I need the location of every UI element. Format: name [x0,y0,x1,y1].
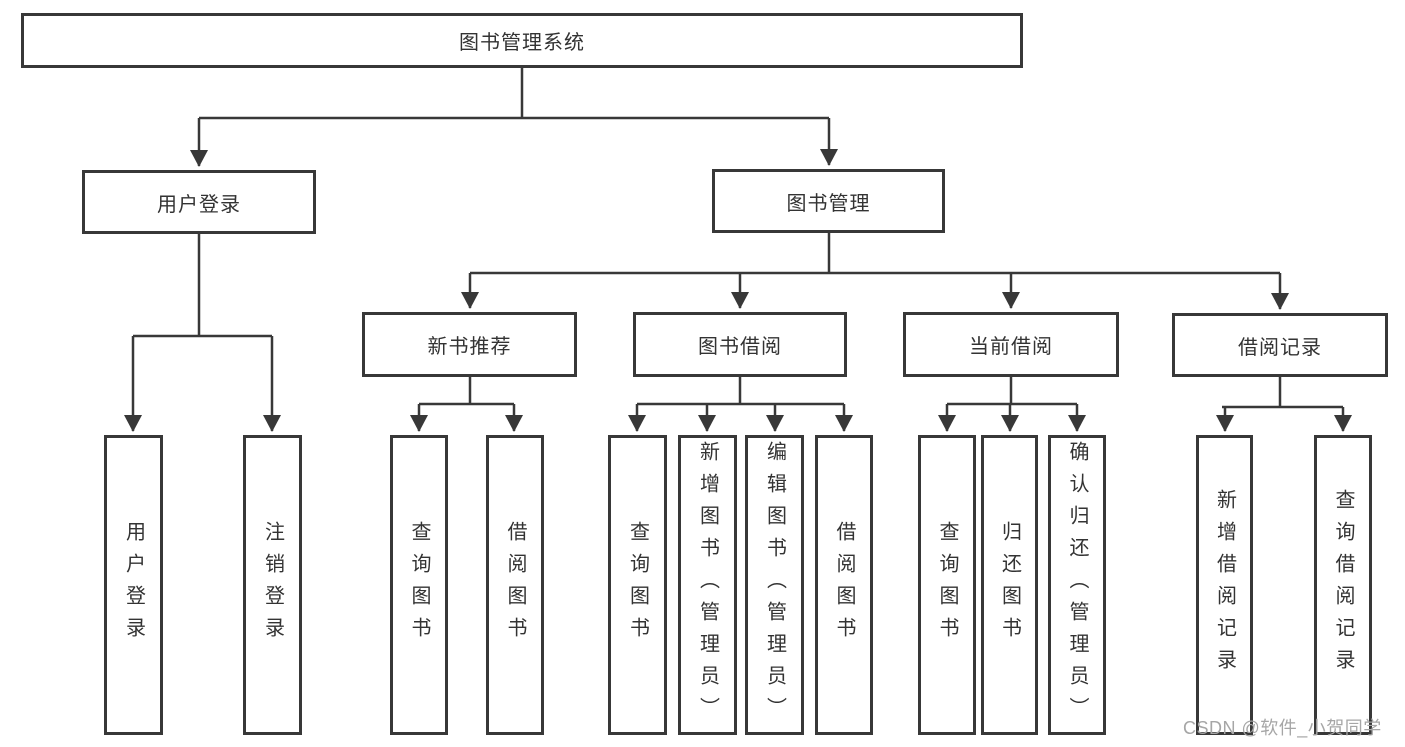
node-current-borrow: 当前借阅 [903,312,1119,377]
node-user-login: 用户登录 [82,170,316,234]
node-borrow-records: 借阅记录 [1172,313,1388,377]
leaf-br-add-record: 新增借阅记录 [1196,435,1253,735]
leaf-user-login: 用户登录 [104,435,163,735]
leaf-bb-edit-books-admin: 编辑图书（管理员） [745,435,804,735]
leaf-br-query-record: 查询借阅记录 [1314,435,1372,735]
leaf-bb-add-books-admin: 新增图书（管理员） [678,435,737,735]
leaf-cb-confirm-return-admin: 确认归还（管理员） [1048,435,1106,735]
node-root-system: 图书管理系统 [21,13,1023,68]
node-new-book-recommend: 新书推荐 [362,312,577,377]
leaf-bb-query-books: 查询图书 [608,435,667,735]
leaf-bb-borrow-books: 借阅图书 [815,435,873,735]
leaf-nbr-borrow-books: 借阅图书 [486,435,544,735]
leaf-cb-query-books: 查询图书 [918,435,976,735]
node-book-management: 图书管理 [712,169,945,233]
leaf-cb-return-books: 归还图书 [981,435,1038,735]
node-book-borrow: 图书借阅 [633,312,847,377]
leaf-logout: 注销登录 [243,435,302,735]
leaf-nbr-query-books: 查询图书 [390,435,448,735]
connector-trunks [133,68,1343,409]
csdn-watermark: CSDN @软件_小贺同学 [1183,718,1382,738]
